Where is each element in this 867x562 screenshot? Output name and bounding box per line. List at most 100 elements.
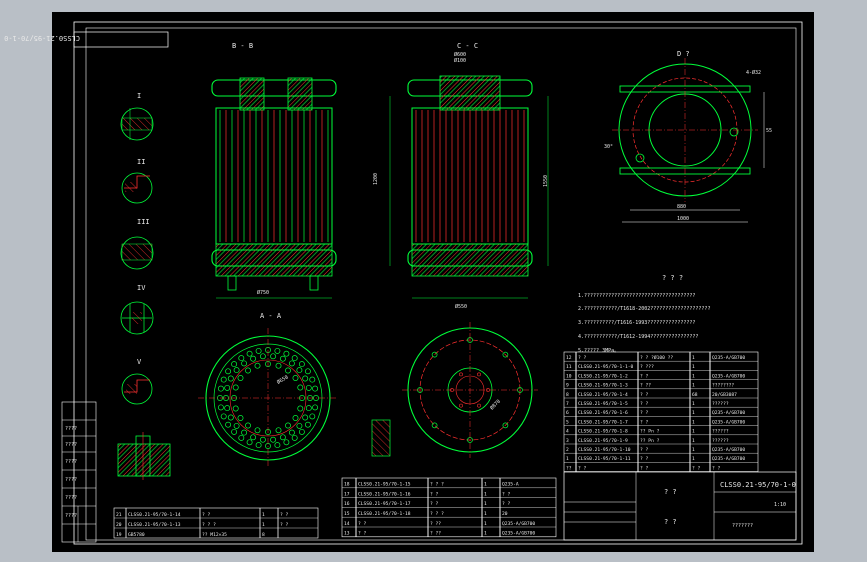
dim-c-600: Ø600 (454, 51, 466, 58)
bom-cell: Q235-A/GB700 (712, 419, 745, 425)
tube-hole (270, 353, 277, 360)
bom-cell: 15 (344, 511, 350, 517)
bom-cell: CLSS0.21-95/70-1-17 (358, 501, 411, 507)
bom-cell: CLSS0.21-95/70-1-2 (578, 373, 628, 379)
tube-hole (217, 385, 224, 392)
note-line-4: 5.????? 3MPa。 (578, 348, 619, 354)
bom-cell: 13 (344, 531, 350, 537)
left-label-1: ???? (65, 442, 77, 448)
view-a-a: A - A Ø650 (198, 312, 338, 468)
view-c-label: C - C (457, 42, 478, 50)
tube-hole (283, 439, 290, 446)
bom-cell: 21 (116, 512, 122, 518)
bom-cell: ? ? (502, 501, 511, 507)
left-label-2: ???? (65, 459, 77, 465)
title-name-1: ? ? (664, 488, 677, 496)
bom-cell: CLSS0.21-95/70-1-6 (578, 410, 628, 416)
detail-v-label: V (137, 358, 142, 366)
bom-cell: CLSS0.21-95/70-1-7 (578, 419, 628, 425)
view-c-c: C - C Ø600 Ø100 Ø550 1200 1550 (373, 42, 549, 310)
bom-cell: CLSS0.21-95/70-1-3 (578, 383, 628, 389)
bom-cell: ? ? (640, 373, 649, 379)
bom-cell: ? ??? (640, 364, 654, 370)
tube-hole (279, 434, 286, 441)
dim-a-650: Ø650 (276, 374, 290, 386)
tube-hole (279, 355, 286, 362)
tube-hole (302, 414, 309, 421)
tube-hole (238, 355, 245, 362)
bom-cell: ? ? (578, 465, 587, 471)
bracket-detail (371, 419, 391, 457)
bom-cell: ? ? (640, 465, 649, 471)
tube-hole (246, 350, 253, 357)
bom-cell: ?????? (712, 429, 729, 435)
bom-cell: CLSS0.21-95/70-1-16 (358, 491, 411, 497)
dim-d-30: 30° (604, 144, 613, 150)
inner-hole (459, 403, 463, 408)
outer-border (73, 21, 803, 545)
bom-cell: 1 (692, 419, 695, 425)
bom-cell: 1 (692, 355, 695, 361)
detail-iii-circle (120, 236, 154, 270)
tube-hole (225, 368, 232, 375)
title-name-2: ? ? (664, 518, 677, 526)
bom-cell: CLSS0.21-95/70-1-15 (358, 482, 411, 488)
bom-cell: 17 (344, 491, 350, 497)
tube-hole (297, 384, 304, 391)
tube-hole (305, 384, 312, 391)
dim-c-1550: 1550 (543, 175, 549, 187)
view-d-label: D ? (677, 50, 690, 58)
bom-cell: 2 (566, 447, 569, 453)
bom-cell: 8 (262, 532, 265, 538)
tube-hole (233, 367, 240, 374)
bolt-hole (431, 422, 438, 429)
bom-cell: ? ? ? (430, 482, 444, 488)
bom-cell: 1 (692, 410, 695, 416)
bom-cell: ? ? (358, 531, 367, 537)
left-label-4: ???? (65, 495, 77, 501)
code-box (73, 31, 169, 48)
detail-iii-label: III (137, 218, 150, 226)
tube-hole (246, 439, 253, 446)
title-unit: ??????? (732, 523, 753, 529)
bom-cell: 20 (116, 522, 122, 528)
bom-cell: ? ? ?Ø100 ?? (640, 354, 673, 361)
tube-hole (285, 422, 291, 429)
bom-cell: ? ? ? (430, 511, 444, 517)
tube-hole (254, 427, 261, 434)
tube-hole (220, 376, 227, 383)
bom-cell: ?? (566, 465, 572, 471)
bolt-hole (431, 351, 438, 358)
bom-cell: CLSS0.21-95/70-1-13 (128, 522, 181, 528)
tube-hole (237, 415, 244, 421)
bom-cell: Q235-A/GB700 (712, 373, 745, 379)
bom-cell: CLSS0.21-95/70-1-10 (578, 447, 631, 453)
tube-hole (302, 375, 309, 382)
inner-hole (477, 403, 481, 408)
tube-hole (312, 404, 319, 411)
detail-i-circle (120, 107, 154, 141)
left-label-0: ???? (65, 426, 77, 432)
bom-cell: CLSS0.21-95/70-1-18 (358, 511, 411, 517)
bom-cell: 19 (116, 532, 122, 538)
bom-cell: 10 (566, 373, 572, 379)
tube-hole (245, 422, 251, 429)
bom-cell: ? ? (502, 491, 511, 497)
drawing-viewport[interactable]: CLSS0.21-95/70-1-0 ???? ???? ???? ???? ?… (4, 12, 814, 552)
bom-cell: 20 (502, 511, 508, 517)
tube-hole (224, 384, 231, 391)
bom-cell: 7 (566, 401, 569, 407)
bom-cell: 1 (692, 429, 695, 435)
title-block: CLSS0.21-95/70-1-0 ? ? ? ? 1:10 ??????? (563, 471, 797, 541)
left-label-5: ???? (65, 513, 77, 519)
left-label-3: ???? (65, 477, 77, 483)
view-a-label: A - A (260, 312, 282, 320)
tube-hole (275, 362, 282, 369)
bom-cell: 9 (566, 383, 569, 389)
tube-hole (283, 350, 290, 357)
tube-hole (231, 361, 238, 368)
bom-cell: ? ? (712, 465, 721, 471)
bom-cell: 68 (692, 392, 698, 398)
tube-hole (220, 413, 227, 420)
